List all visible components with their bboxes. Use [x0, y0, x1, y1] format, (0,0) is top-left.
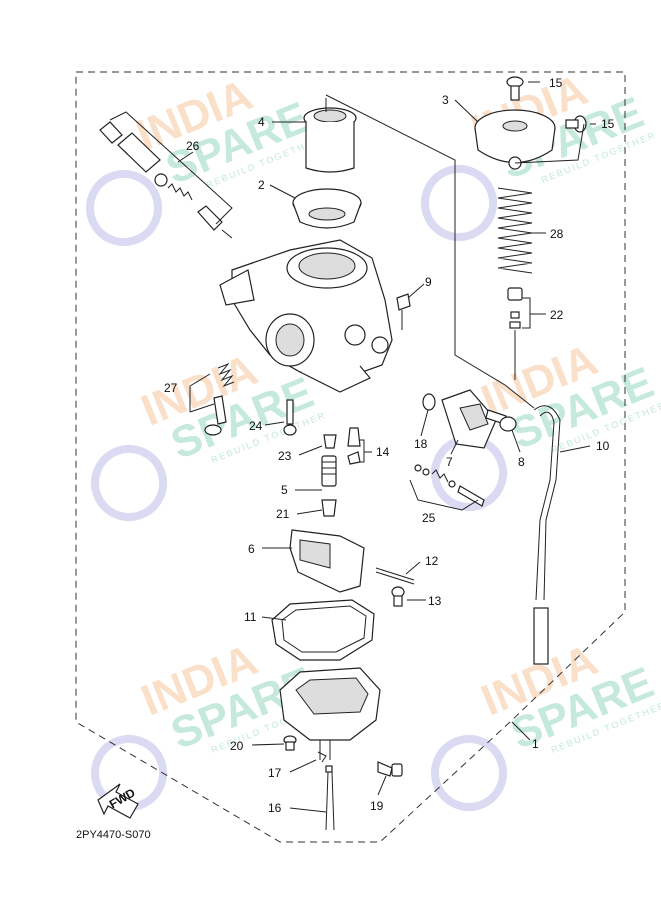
part-3-top-cover	[474, 109, 556, 170]
part-8-bolt	[485, 409, 517, 432]
label-part-15-upper: 15	[549, 76, 563, 90]
label-part-2: 2	[258, 178, 265, 192]
label-part-6: 6	[248, 542, 255, 556]
part-22-jet-needle	[507, 287, 523, 380]
leader-lines	[177, 81, 596, 813]
part-12-float-pin	[375, 567, 415, 585]
reference-line-top	[325, 94, 506, 386]
part-27-throttle-stop-screw	[204, 362, 235, 436]
part-23-main-jet	[323, 434, 337, 449]
part-28-spring	[497, 187, 533, 274]
part-14-needle-valve	[347, 427, 361, 465]
label-part-23: 23	[278, 449, 292, 463]
part-24-screw	[283, 399, 297, 436]
part-10-throttle-cable	[504, 384, 561, 665]
part-11-gasket	[271, 599, 375, 661]
label-part-19: 19	[370, 799, 384, 813]
part-21-pilot-jet	[321, 499, 337, 517]
label-part-26: 26	[186, 139, 200, 153]
part-17-clip	[317, 751, 327, 763]
part-26-pilot-screw-set	[99, 111, 233, 239]
leader-15-right	[514, 123, 585, 164]
assembly-boundary	[75, 71, 626, 843]
label-part-9: 9	[425, 275, 432, 289]
part-18-o-ring	[422, 393, 436, 411]
label-part-22: 22	[550, 308, 564, 322]
part-15-screw-right	[565, 115, 587, 133]
fwd-arrow-icon: FWD	[97, 783, 139, 819]
part-13-screw	[391, 586, 405, 607]
label-part-8: 8	[518, 455, 525, 469]
label-part-18: 18	[414, 437, 428, 451]
label-part-24: 24	[249, 419, 263, 433]
label-part-11: 11	[244, 610, 257, 624]
label-part-15-right: 15	[601, 117, 615, 131]
label-part-28: 28	[550, 227, 564, 241]
part-16-drain-hose	[325, 765, 335, 831]
part-15-screw-upper	[506, 76, 524, 101]
part-20-screw	[283, 735, 297, 751]
label-part-3: 3	[442, 93, 449, 107]
part-labels: 4 2 3 15 15 28 22 26 9 27 24 23 14 5 21 …	[164, 76, 615, 815]
label-part-4: 4	[258, 115, 265, 129]
watermark-bottom-right: INDIA SPARE REBUILD TOGETHER	[431, 635, 661, 811]
label-part-14: 14	[376, 445, 390, 459]
part-5-needle-jet	[321, 455, 337, 487]
label-part-25: 25	[422, 511, 436, 525]
label-part-20: 20	[230, 739, 244, 753]
label-part-5: 5	[281, 483, 288, 497]
float-bowl	[279, 667, 381, 760]
part-4-throttle-valve	[303, 98, 357, 173]
label-part-16: 16	[268, 801, 282, 815]
label-part-13: 13	[428, 594, 442, 608]
label-part-27: 27	[164, 381, 178, 395]
carburetor-body	[219, 239, 393, 393]
part-2-diaphragm	[292, 188, 362, 229]
label-part-1: 1	[532, 737, 539, 751]
part-6-float	[289, 529, 365, 593]
label-part-7: 7	[446, 455, 453, 469]
label-part-10: 10	[596, 439, 610, 453]
part-25-small-parts	[414, 464, 485, 507]
watermark-mid-right: INDIA SPARE REBUILD TOGETHER	[431, 335, 661, 511]
diagram-code: 2PY4470-S070	[76, 829, 151, 841]
part-9-fitting	[396, 293, 411, 330]
part-7-sensor	[441, 389, 497, 449]
label-part-17: 17	[268, 766, 282, 780]
label-part-12: 12	[425, 554, 439, 568]
part-19-drain-screw	[377, 761, 403, 777]
label-part-21: 21	[276, 507, 290, 521]
